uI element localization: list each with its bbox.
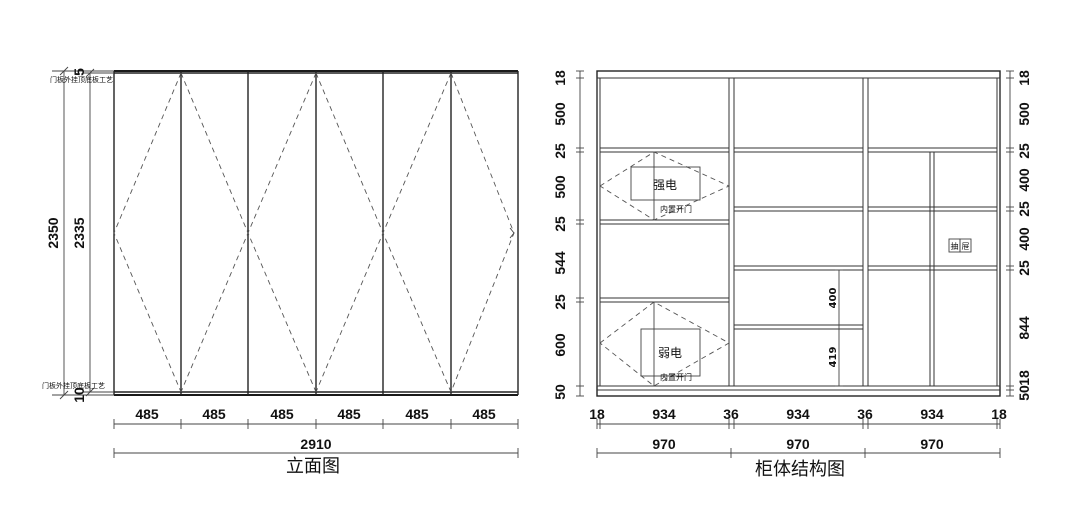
door-swing-line <box>113 72 182 393</box>
inner-dim-label: 419 <box>828 347 839 368</box>
right-dim-label: 400 <box>1016 227 1032 251</box>
bottom-dim-ticks <box>596 419 1001 429</box>
door-width-label: 485 <box>472 406 496 422</box>
shelf <box>867 265 998 271</box>
right-dim-label: 18 <box>1016 70 1032 86</box>
elevation-view: 2350 2335 5 10 门板外挂顶底板工艺 门板外挂顶底板工艺 485 4… <box>42 66 519 477</box>
right-dim-label: 25 <box>1016 260 1032 276</box>
door-swing-line <box>247 72 317 393</box>
door-width-ticks <box>113 419 519 429</box>
strong-power-outlet <box>630 166 701 201</box>
right-dim-label: 50 <box>1016 385 1032 401</box>
right-dim-label: 25 <box>1016 201 1032 217</box>
shelf <box>867 206 998 212</box>
inner-door-note: 内置开门 <box>660 372 692 382</box>
structure-title: 柜体结构图 <box>755 459 845 480</box>
weak-power-label: 弱电 <box>658 346 682 360</box>
drawer-tag-box <box>959 238 972 253</box>
drawer-label: 抽 <box>951 241 959 251</box>
partition-panel <box>862 77 869 387</box>
shelf <box>867 147 998 153</box>
partition-panel <box>728 77 735 387</box>
top-mount-note: 门板外挂顶底板工艺 <box>50 75 113 84</box>
left-dim-label: 600 <box>552 333 568 357</box>
left-dim-label: 500 <box>552 175 568 199</box>
overall-width-label: 2910 <box>300 436 331 452</box>
left-dim-label: 25 <box>552 143 568 159</box>
drawer-tag: 抽 屉 <box>948 238 972 253</box>
right-dim-label: 844 <box>1016 316 1032 340</box>
door-width-label: 485 <box>270 406 294 422</box>
bay-width-label: 970 <box>786 436 810 452</box>
door-swing-line <box>599 151 731 221</box>
door-swing-line <box>599 301 730 387</box>
weak-power-box: 弱电 内置开门 <box>599 301 730 387</box>
left-dim-label: 500 <box>552 102 568 126</box>
weak-power-outlet <box>640 328 701 377</box>
right-dim-label: 500 <box>1016 102 1032 126</box>
structure-view: 强电 内置开门 弱电 内置开门 抽 屉 400 419 <box>552 70 1032 480</box>
elevation-title: 立面图 <box>286 456 340 477</box>
bottom-dim-label: 18 <box>589 406 605 422</box>
left-dim-label: 544 <box>552 251 568 275</box>
door-swing-line <box>382 72 452 393</box>
left-dim-label: 25 <box>552 294 568 310</box>
inner-door-note: 内置开门 <box>660 204 692 214</box>
bottom-dim-label: 36 <box>857 406 873 422</box>
shelf <box>599 219 730 225</box>
door-swing-line <box>450 72 515 393</box>
shelf <box>599 297 730 303</box>
dim-tick <box>85 68 95 78</box>
left-dim-label: 25 <box>552 216 568 232</box>
dim-tick <box>59 390 69 400</box>
drawer-label: 屉 <box>962 242 970 251</box>
door-swing-line <box>180 72 249 393</box>
overall-height-label: 2350 <box>45 217 61 248</box>
bottom-dim-label: 18 <box>991 406 1007 422</box>
shelf <box>733 206 864 212</box>
door-width-label: 485 <box>337 406 361 422</box>
dim-tick <box>85 387 95 397</box>
door-swing-line <box>315 72 384 393</box>
shelf <box>733 265 864 271</box>
right-side-panel <box>996 77 1001 387</box>
door-width-label: 485 <box>135 406 159 422</box>
door-handle-mark <box>509 227 515 239</box>
right-dim-label: 25 <box>1016 143 1032 159</box>
bottom-dim-label: 36 <box>723 406 739 422</box>
bottom-dim-label: 934 <box>786 406 810 422</box>
bottom-gap-label: 10 <box>71 387 87 403</box>
inner-dim-label: 400 <box>828 288 839 309</box>
strong-power-box: 强电 内置开门 <box>599 151 731 221</box>
door-width-label: 485 <box>405 406 429 422</box>
left-dim-label: 18 <box>552 70 568 86</box>
right-dim-label: 400 <box>1016 168 1032 192</box>
left-side-panel <box>596 77 601 387</box>
left-dim-label: 50 <box>552 384 568 400</box>
shelf <box>733 324 864 330</box>
right-dim-ticks <box>1006 70 1014 397</box>
top-gap-label: 5 <box>71 68 87 76</box>
shelf <box>733 147 864 153</box>
door-width-label: 485 <box>202 406 226 422</box>
shelf <box>599 147 730 153</box>
bay-width-label: 970 <box>652 436 676 452</box>
bay-width-label: 970 <box>920 436 944 452</box>
bottom-dim-label: 934 <box>652 406 676 422</box>
door-height-label: 2335 <box>71 217 87 248</box>
bottom-mount-note: 门板外挂顶底板工艺 <box>42 381 105 390</box>
strong-power-label: 强电 <box>653 178 677 192</box>
left-dim-ticks <box>576 70 584 397</box>
right-dim-label: 18 <box>1016 370 1032 386</box>
dim-tick <box>59 66 69 76</box>
bottom-dim-label: 934 <box>920 406 944 422</box>
inner-divider <box>929 151 935 387</box>
